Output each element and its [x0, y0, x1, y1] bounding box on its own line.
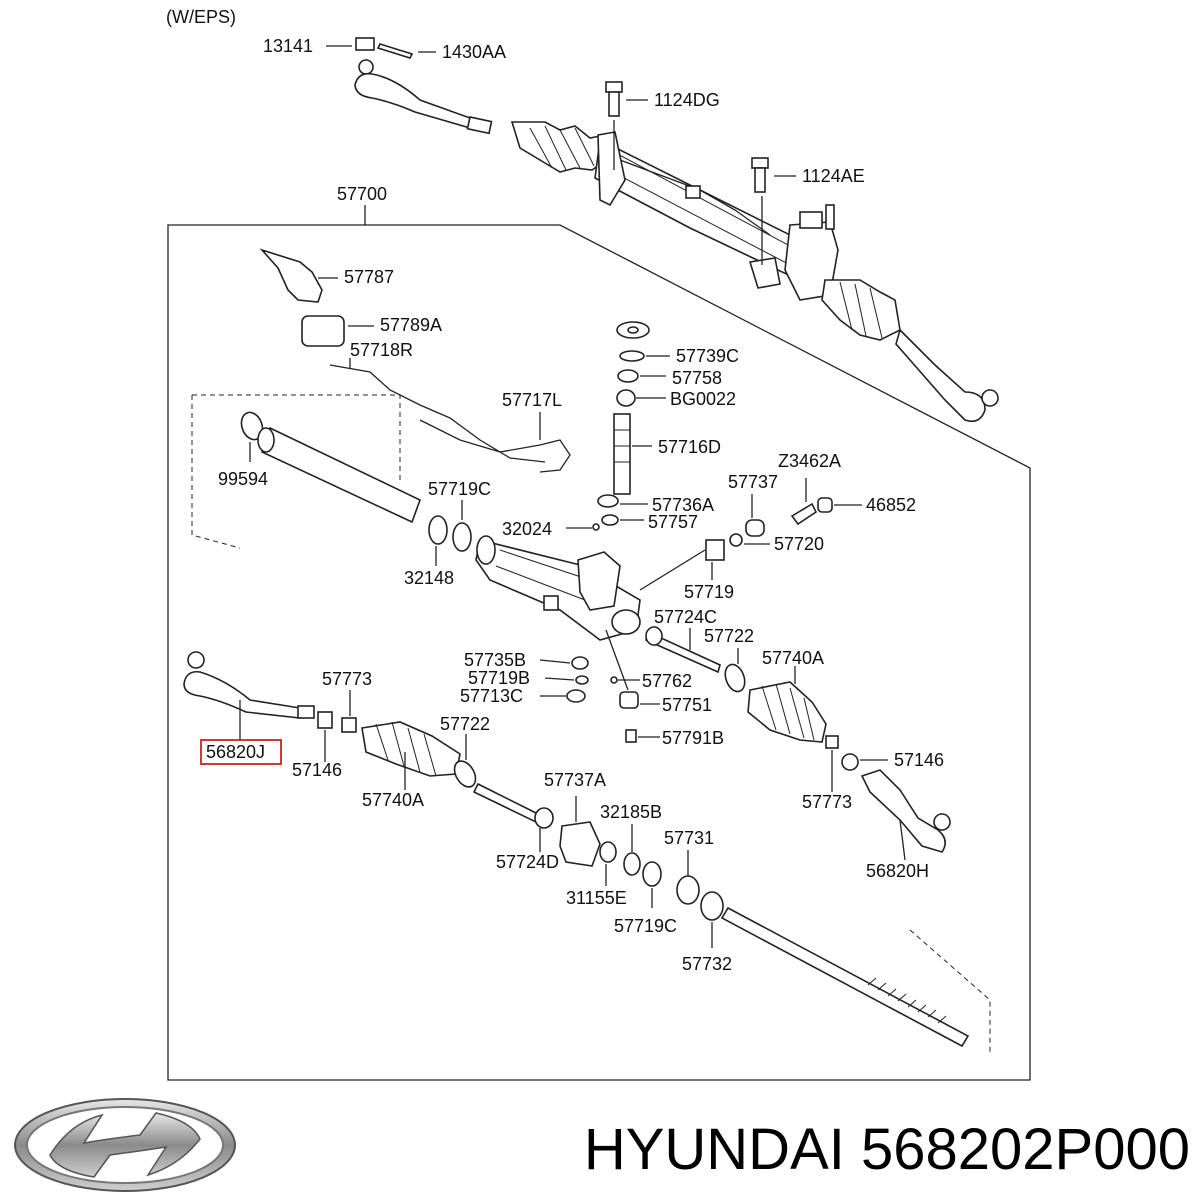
label-57718R: 57718R: [350, 340, 413, 360]
cotter-pin-1430AA-icon: [376, 43, 414, 59]
label-57719B: 57719B: [468, 668, 530, 688]
assembled-steering-rack: [354, 59, 999, 423]
label-57717L: 57717L: [502, 390, 562, 410]
bracket-57787-icon: [259, 248, 323, 303]
brand-name: HYUNDAI: [583, 1117, 845, 1182]
label-32024: 32024: [502, 519, 552, 539]
label-57787: 57787: [344, 267, 394, 287]
oring-99594-icon: [240, 411, 264, 441]
label-57762: 57762: [642, 671, 692, 691]
label-57758: 57758: [672, 368, 722, 388]
label-57757: 57757: [648, 512, 698, 532]
label-57773-right: 57773: [802, 792, 852, 812]
label-57720: 57720: [774, 534, 824, 554]
label-32185B: 32185B: [600, 802, 662, 822]
label-31155E: 31155E: [566, 888, 627, 908]
label-1124DG: 1124DG: [654, 90, 720, 110]
label-57740A-left: 57740A: [362, 790, 424, 810]
hyundai-logo-icon: [14, 1098, 236, 1192]
tie-rod-end-56820J-icon: [183, 651, 315, 719]
label-57736A: 57736A: [652, 495, 714, 515]
label-57719: 57719: [684, 582, 734, 602]
brand-part-number: HYUNDAI 568202P000: [520, 1105, 1190, 1195]
label-13141: 13141: [263, 36, 313, 56]
label-1124AE: 1124AE: [802, 166, 865, 186]
label-57737: 57737: [728, 472, 778, 492]
part-number: 568202P000: [861, 1117, 1190, 1182]
housing-tube-icon: [261, 426, 421, 524]
bolt-1124AE-icon: [751, 157, 769, 193]
rack-housing-icon: [475, 535, 641, 641]
rack-bar-57732-icon: [720, 906, 970, 1048]
label-56820J: 56820J: [206, 742, 265, 762]
label-Z3462A: Z3462A: [778, 451, 841, 471]
label-57724D: 57724D: [496, 852, 559, 872]
label-57716D: 57716D: [658, 437, 721, 457]
label-57731: 57731: [664, 828, 714, 848]
label-57722-left: 57722: [440, 714, 490, 734]
label-57789A: 57789A: [380, 315, 442, 335]
label-BG0022: BG0022: [670, 389, 736, 409]
boot-57740A-right-icon: [747, 681, 827, 743]
nut-13141-icon: [355, 37, 375, 51]
label-57724C: 57724C: [654, 607, 717, 627]
label-57713C: 57713C: [460, 686, 523, 706]
label-57737A: 57737A: [544, 770, 606, 790]
bolt-1124DG-icon: [605, 81, 623, 117]
label-32148: 32148: [404, 568, 454, 588]
label-57700: 57700: [337, 184, 387, 204]
label-57719C-top: 57719C: [428, 479, 491, 499]
label-57722-right: 57722: [704, 626, 754, 646]
label-57740A-right: 57740A: [762, 648, 824, 668]
label-99594: 99594: [218, 469, 268, 489]
label-46852: 46852: [866, 495, 916, 515]
label-57773-left: 57773: [322, 669, 372, 689]
label-57146-right: 57146: [894, 750, 944, 770]
highlight-56820J-box: [200, 739, 282, 765]
label-56820H: 56820H: [866, 861, 929, 881]
variant-label: (W/EPS): [166, 7, 236, 27]
label-57739C: 57739C: [676, 346, 739, 366]
label-57732: 57732: [682, 954, 732, 974]
label-57719C-bottom: 57719C: [614, 916, 677, 936]
label-57735B: 57735B: [464, 650, 526, 670]
bushing-57789A-icon: [301, 315, 345, 347]
label-57791B: 57791B: [662, 728, 724, 748]
label-57751: 57751: [662, 695, 712, 715]
label-1430AA: 1430AA: [442, 42, 506, 62]
label-57146-left: 57146: [292, 760, 342, 780]
